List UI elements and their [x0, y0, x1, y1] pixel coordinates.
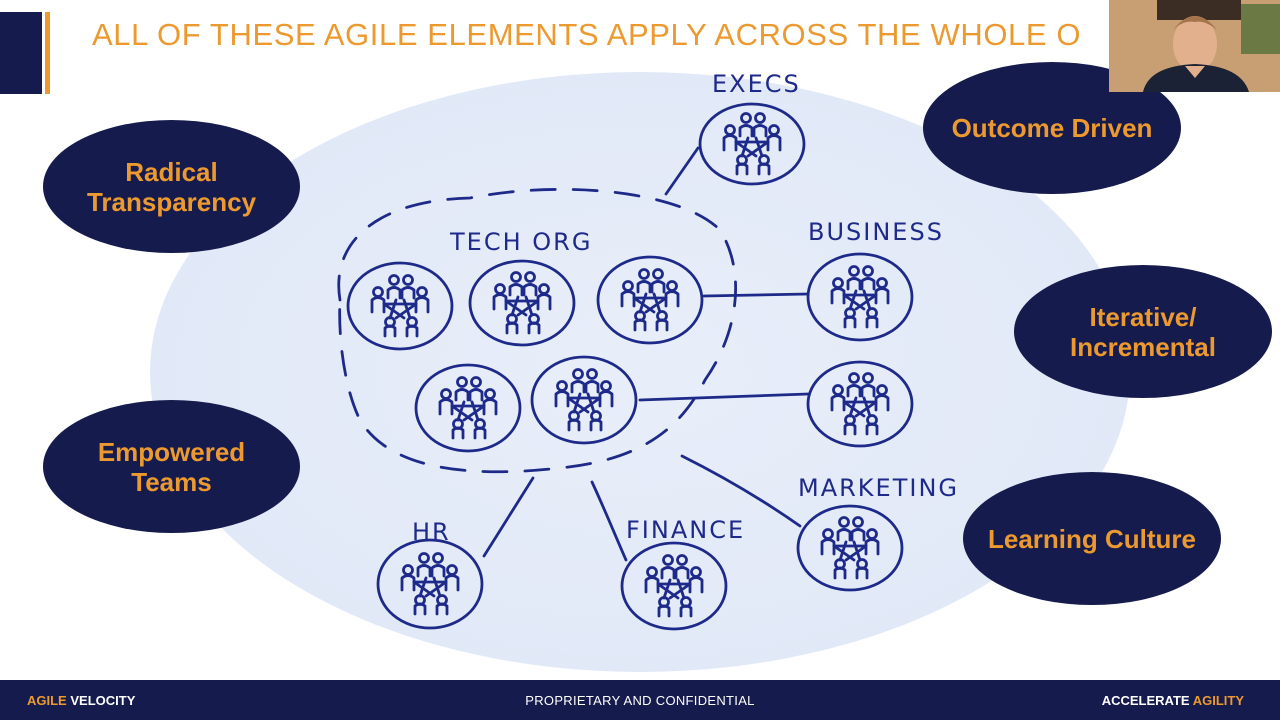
team-hr — [376, 538, 484, 630]
footer-tagline: ACCELERATE AGILITY — [1102, 693, 1244, 708]
footer-brand-velocity: VELOCITY — [70, 693, 136, 708]
team-finance — [620, 541, 728, 631]
label-business: BUSINESS — [808, 218, 944, 246]
footer-tagline-agility: AGILITY — [1192, 693, 1244, 708]
footer-brand: AGILE VELOCITY — [27, 693, 135, 708]
pill-radical-line2: Transparency — [86, 186, 257, 217]
pill-radical-transparency: Radical Transparency — [43, 120, 300, 253]
team-business-2 — [806, 360, 914, 448]
team-tech-5 — [530, 355, 638, 445]
footer-brand-agile: AGILE — [27, 693, 67, 708]
pill-outcome-line1: Outcome Driven — [951, 113, 1153, 143]
title-bar-accent — [45, 12, 50, 94]
presenter-video-thumbnail[interactable] — [1109, 0, 1280, 92]
label-marketing: MARKETING — [798, 474, 959, 502]
label-execs: EXECS — [712, 70, 801, 98]
title-bar-block — [0, 12, 42, 94]
team-tech-4 — [414, 363, 522, 453]
presenter-icon — [1109, 0, 1280, 92]
pill-radical-line1: Radical — [125, 156, 218, 187]
team-marketing — [796, 504, 904, 592]
team-tech-1 — [346, 261, 454, 351]
label-tech-org: TECH ORG — [449, 228, 592, 256]
team-business-1 — [806, 252, 914, 342]
footer-confidential: PROPRIETARY AND CONFIDENTIAL — [525, 693, 755, 708]
team-execs — [698, 102, 806, 186]
pill-learning-line1: Learning Culture — [987, 523, 1196, 554]
pill-iterative-line1: Iterative/ — [1089, 301, 1197, 332]
pill-iterative-incremental: Iterative/ Incremental — [1014, 265, 1272, 398]
team-tech-2 — [468, 259, 576, 347]
pill-learning-culture: Learning Culture — [963, 472, 1221, 605]
pill-empowered-line2: Teams — [131, 466, 212, 497]
footer-tagline-accelerate: ACCELERATE — [1101, 693, 1190, 708]
label-hr: HR — [412, 518, 451, 546]
footer-bar: AGILE VELOCITY PROPRIETARY AND CONFIDENT… — [0, 680, 1280, 720]
label-finance: FINANCE — [626, 516, 745, 544]
pill-iterative-line2: Incremental — [1070, 331, 1216, 362]
pill-empowered-teams: Empowered Teams — [43, 400, 300, 533]
team-tech-3 — [596, 255, 704, 345]
pill-empowered-line1: Empowered — [97, 436, 246, 467]
slide-title: ALL OF THESE AGILE ELEMENTS APPLY ACROSS… — [92, 17, 1082, 52]
